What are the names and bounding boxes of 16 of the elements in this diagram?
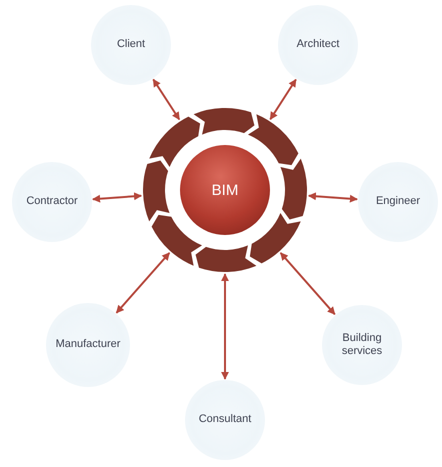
stakeholder-label: Building services xyxy=(340,332,384,358)
double-arrow xyxy=(221,273,229,380)
stakeholder-label: Architect xyxy=(296,38,340,52)
double-arrow xyxy=(116,252,170,314)
double-arrow xyxy=(92,192,142,203)
double-arrow xyxy=(269,78,297,120)
center-circle xyxy=(180,145,270,235)
stakeholder-label: Engineer xyxy=(376,195,420,209)
stakeholder-label: Contractor xyxy=(26,195,78,209)
center-label: BIM xyxy=(212,182,238,198)
stakeholder-label: Client xyxy=(116,38,146,52)
double-arrow xyxy=(280,252,336,315)
double-arrow xyxy=(308,192,358,203)
double-arrow xyxy=(152,78,180,120)
stakeholder-label: Manufacturer xyxy=(56,338,120,352)
stakeholder-label: Consultant xyxy=(198,413,252,427)
